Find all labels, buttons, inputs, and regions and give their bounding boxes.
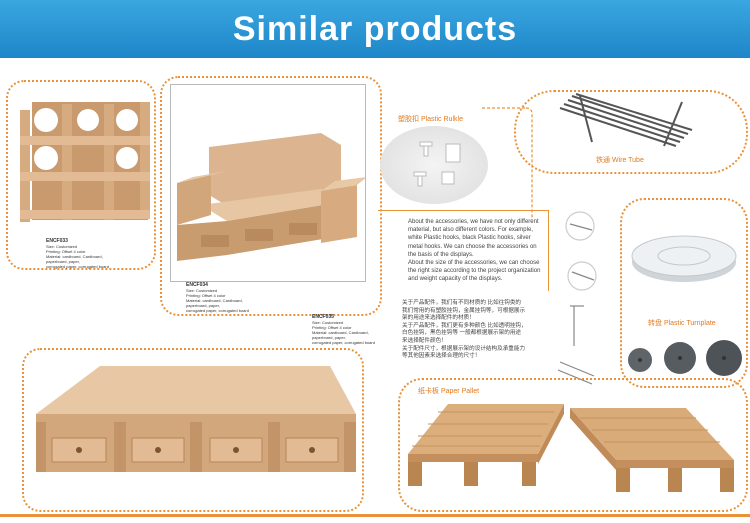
- sofa-spec-line: Size: Customized: [186, 288, 218, 293]
- plastic-rukle-label: 塑胶扣 Plastic Rulkle: [398, 116, 463, 123]
- shelf-box: [6, 80, 156, 270]
- chinese-note-line: 关于配件尺寸，根据展示架的设计结构及承重能力: [402, 345, 526, 352]
- bed-spec-line: Printing: Offset 4 color: [312, 325, 352, 330]
- sofa-box: [160, 76, 382, 316]
- bed-spec-line: Material: cardboard, Cardboard,: [312, 330, 369, 335]
- shelf-image: [12, 92, 152, 232]
- sofa-spec: ENCF034 Size: Customized Printing: Offse…: [186, 282, 249, 313]
- sofa-spec-line: Printing: Offset 4 color: [186, 293, 226, 298]
- plastic-rukle-image: [380, 126, 488, 204]
- shelf-spec: ENCF033 Size: Customized Printing: Offse…: [46, 238, 109, 269]
- english-note-line: About the size of the accessories, we ca…: [408, 260, 540, 267]
- bed-spec-line: Size: Customized: [312, 320, 344, 325]
- english-note-line: the right size according to the project …: [408, 268, 541, 275]
- pallet-image-left: [404, 396, 566, 492]
- turnplate-label: 转盘 Plastic Turnplate: [648, 320, 716, 327]
- bed-spec: ENCF035 Size: Customized Printing: Offse…: [312, 314, 375, 345]
- sofa-spec-line: paperboard, paper,: [186, 303, 220, 308]
- bed-code: ENCF035: [312, 314, 334, 320]
- hooks-image: [548, 206, 618, 390]
- wire-tube-image: [552, 92, 702, 150]
- english-note-line: material, but also different colors. For…: [408, 227, 533, 234]
- sofa-spec-line: Material: cardboard, Cardboard,: [186, 298, 243, 303]
- bed-image: [30, 358, 356, 478]
- shelf-spec-line: Size: Customized: [46, 244, 78, 249]
- chinese-note: 关于产品配件，我们有不同材质的 比如往钩类的 我们常用的有塑胶挂钩，金属挂钩等，…: [402, 300, 546, 361]
- pallet-box: [398, 378, 748, 512]
- turnplate-box: [620, 198, 748, 388]
- pallet-image-right: [566, 398, 738, 500]
- chinese-note-line: 关于产品配件，我们有不同材质的 比如往钩类的: [402, 300, 522, 306]
- bed-spec-line: paperboard, paper,: [312, 335, 346, 340]
- english-note-line: the basis of the displays.: [408, 251, 474, 258]
- turnplate-discs: [620, 336, 750, 380]
- english-note-line: and weight capacity of the displays.: [408, 276, 503, 283]
- chinese-note-line: 我们常用的有塑胶挂钩，金属挂钩等，可根据展示: [402, 307, 526, 314]
- chinese-note-line: 关于产品配件，我们更有多种颜色 比如透明挂钩，: [402, 322, 527, 329]
- english-note-line: About the accessories, we have not only …: [408, 219, 539, 225]
- english-note-line: metal hooks. We can choose the accessori…: [408, 243, 537, 250]
- chinese-note-line: 来选择配件颜色！: [402, 337, 447, 344]
- wire-tube-box: [514, 90, 748, 174]
- wire-tube-label: 铁通 Wire Tube: [596, 157, 644, 164]
- shelf-spec-line: Material: cardboard, Cardboard,: [46, 254, 103, 259]
- bed-spec-line: corrugated paper, corrugated board: [312, 340, 375, 345]
- shelf-spec-line: Printing: Offset 4 color: [46, 249, 86, 254]
- chinese-note-line: 架的用途来选择配件的材质！: [402, 315, 475, 322]
- english-note-frame: [378, 210, 549, 291]
- bottom-divider: [0, 514, 750, 517]
- shelf-spec-line: corrugated paper, corrugated board: [46, 264, 109, 269]
- page-title: Similar products: [232, 10, 518, 48]
- pallet-label: 纸卡板 Paper Pallet: [418, 388, 480, 395]
- chinese-note-line: 白色挂钩，黑色挂钩等 一般都根据展示架的用途: [402, 330, 522, 337]
- english-note: About the accessories, we have not only …: [408, 218, 548, 284]
- english-note-line: white Plastic hooks, black Plastic hooks…: [408, 235, 531, 242]
- turnplate-image: [628, 222, 740, 292]
- chinese-note-line: 等其他因素来选择合理的尺寸！: [402, 353, 481, 360]
- shelf-code: ENCF033: [46, 238, 68, 244]
- page-banner: Similar products: [0, 0, 750, 58]
- sofa-code: ENCF034: [186, 282, 208, 288]
- sofa-spec-line: corrugated paper, corrugated board: [186, 308, 249, 313]
- shelf-spec-line: paperboard, paper,: [46, 259, 80, 264]
- bed-box: [22, 348, 364, 512]
- sofa-photo: [170, 84, 367, 282]
